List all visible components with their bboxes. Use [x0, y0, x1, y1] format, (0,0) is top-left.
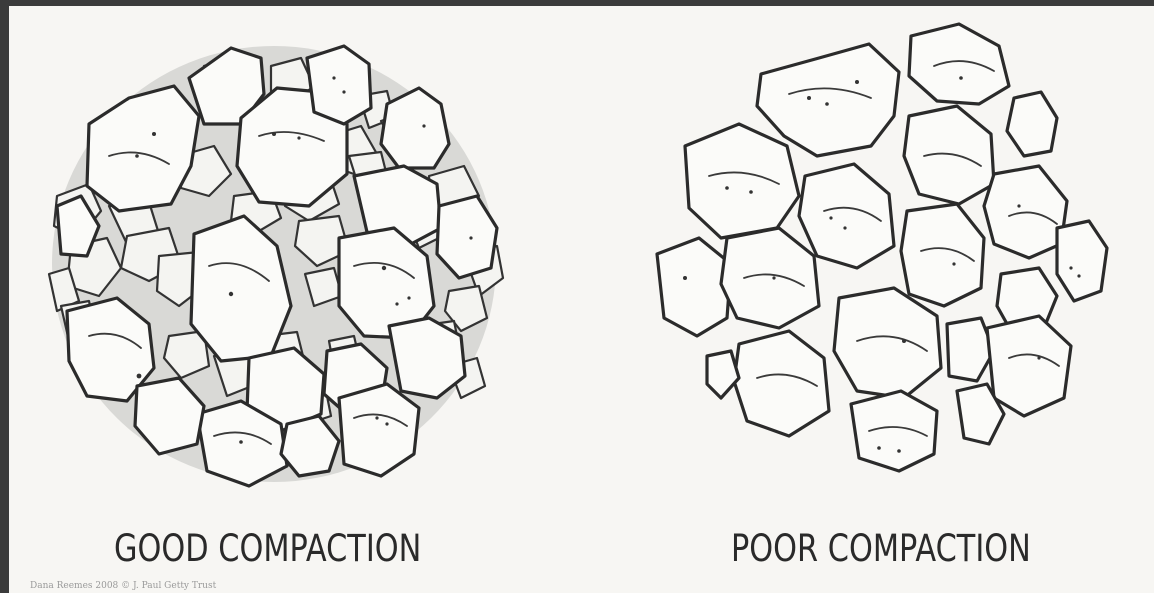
good-compaction-label: GOOD COMPACTION [114, 527, 421, 570]
good-compaction-cluster [49, 46, 503, 486]
compaction-illustration [9, 6, 1154, 593]
poor-compaction-label: POOR COMPACTION [731, 527, 1031, 570]
image-credit: Dana Reemes 2008 © J. Paul Getty Trust [30, 581, 216, 591]
poor-compaction-cluster [657, 24, 1107, 471]
illustration-sheet: GOOD COMPACTION POOR COMPACTION Dana Ree… [9, 6, 1154, 593]
